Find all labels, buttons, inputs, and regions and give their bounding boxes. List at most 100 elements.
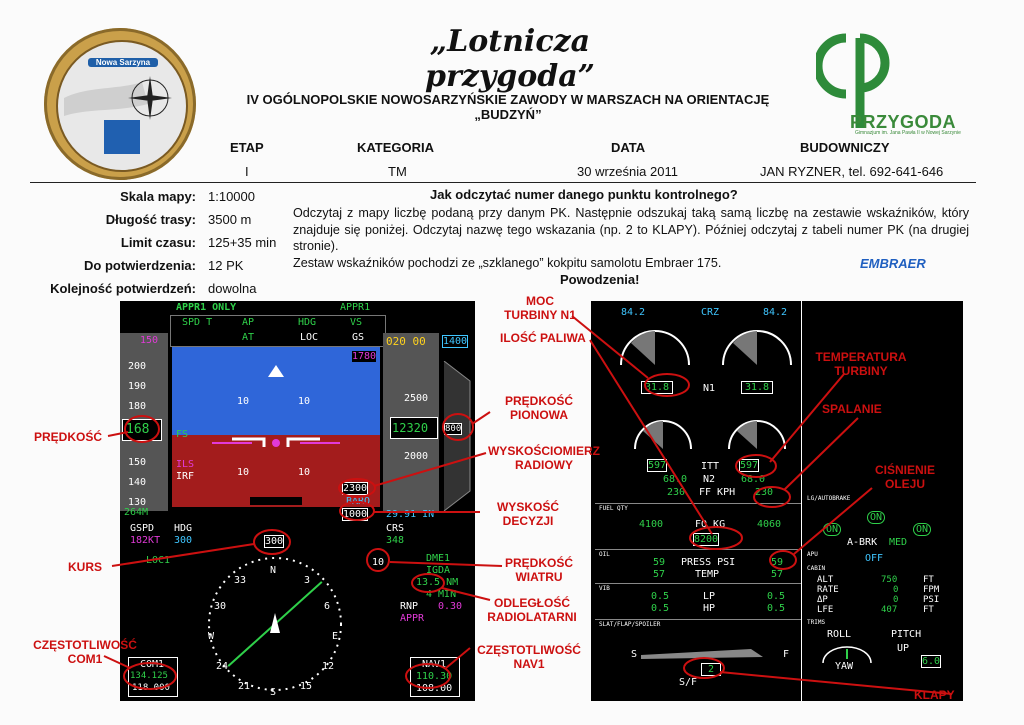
annotation-decyzji: WYSKOŚĆ DECYZJI bbox=[496, 500, 559, 528]
seal-top-label: Nowa Sarzyna bbox=[88, 58, 158, 67]
col-value-budowniczy: JAN RYZNER, tel. 692-641-646 bbox=[760, 164, 944, 179]
itt-label: ITT bbox=[701, 461, 720, 472]
baro-setting: 29.91 IN bbox=[386, 509, 435, 520]
abrk-mode: MED bbox=[889, 537, 908, 548]
hp-right: 0.5 bbox=[767, 603, 786, 614]
fd-label: IRF bbox=[176, 471, 195, 482]
fq-total: 8200 bbox=[693, 533, 720, 546]
compass-label: 3 bbox=[304, 575, 311, 586]
col-value-etap: I bbox=[245, 164, 249, 179]
cabin-key: ΔP bbox=[817, 595, 828, 605]
subtitle-line-1: IV OGÓLNOPOLSKIE NOWOSARZYŃSKIE ZAWODY W… bbox=[246, 92, 770, 107]
lp-right: 0.5 bbox=[767, 591, 786, 602]
temp-left: 57 bbox=[653, 569, 666, 580]
compass-label: 30 bbox=[214, 601, 227, 612]
col-value-data: 30 września 2011 bbox=[577, 164, 678, 179]
page-title: „Lotnicza przygoda” bbox=[425, 24, 595, 94]
vib-section: VIB bbox=[599, 585, 610, 592]
alt-target: 020 00 bbox=[386, 335, 426, 348]
cabin-section: CABIN bbox=[807, 565, 826, 572]
press-left: 59 bbox=[653, 557, 666, 568]
cabin-value: 407 bbox=[881, 605, 898, 615]
compass-label: 6 bbox=[324, 601, 331, 612]
fuel-section: FUEL QTY bbox=[599, 505, 628, 512]
compass-label: 33 bbox=[234, 575, 247, 586]
subtitle-line-2: „BUDZYŃ” bbox=[474, 107, 542, 122]
n1-left: 31.8 bbox=[641, 381, 674, 394]
question-body: Odczytaj z mapy liczbę podaną przy danym… bbox=[293, 205, 969, 271]
info-key: Limit czasu: bbox=[120, 235, 196, 250]
fma-gs: GS bbox=[352, 332, 365, 343]
cabin-unit: FPM bbox=[923, 585, 940, 595]
dme-time: 4 MIN bbox=[426, 589, 457, 600]
loc-label: LOC1 bbox=[146, 555, 171, 566]
rnp-label: RNP bbox=[400, 601, 419, 612]
attitude-sky bbox=[172, 347, 380, 435]
fma-ap: AP bbox=[242, 317, 255, 328]
compass-label: 15 bbox=[300, 681, 313, 692]
pitch-label: PITCH bbox=[891, 629, 922, 640]
press-right: 59 bbox=[771, 557, 784, 568]
question-title: Jak odczytać numer danego punktu kontrol… bbox=[430, 187, 738, 202]
info-value: 12 PK bbox=[208, 258, 244, 273]
gear-nose: ON bbox=[867, 511, 886, 524]
hp-label: HP bbox=[703, 603, 716, 614]
compass-rose-icon bbox=[64, 76, 172, 120]
annotation-moc: MOC TURBINY N1 bbox=[504, 294, 576, 322]
oil-section: OIL bbox=[599, 551, 610, 558]
fq-left: 4100 bbox=[639, 519, 664, 530]
annotation-radiowy: WYSKOŚCIOMIERZ RADIOWY bbox=[487, 444, 600, 472]
gspd-label: GSPD bbox=[130, 523, 155, 534]
competition-seal: Nowa Sarzyna bbox=[44, 28, 196, 180]
fd-label: FS bbox=[176, 429, 189, 440]
compass-label: S bbox=[270, 687, 277, 698]
vertical-speed: 800 bbox=[444, 423, 463, 435]
logo-tagline: Gimnazjum im. Jana Pawła II w Nowej Sarz… bbox=[855, 130, 961, 136]
gspd-value: 182KT bbox=[130, 535, 161, 546]
pitch-label: 10 bbox=[237, 396, 250, 407]
rnp-value: 0.30 bbox=[438, 601, 463, 612]
temp-label: TEMP bbox=[695, 569, 720, 580]
nav1-box bbox=[410, 657, 460, 697]
slat-s-label: S bbox=[631, 649, 638, 660]
page-subtitle: IV OGÓLNOPOLSKIE NOWOSARZYŃSKIE ZAWODY W… bbox=[218, 92, 798, 122]
eicas-divider bbox=[801, 301, 802, 701]
fma-top-right: APPR1 bbox=[340, 302, 371, 313]
fma-hdg: HDG bbox=[298, 317, 317, 328]
primary-flight-display: APPR1 ONLY APPR1 SPD T AP HDG VS AT LOC … bbox=[120, 301, 475, 701]
slat-f-label: F bbox=[783, 649, 790, 660]
annotation-nav1: CZĘSTOTLIWOŚĆ NAV1 bbox=[477, 643, 581, 671]
info-value: 1:10000 bbox=[208, 189, 255, 204]
info-key: Długość trasy: bbox=[105, 212, 196, 227]
com1-box bbox=[128, 657, 178, 697]
info-value: dowolna bbox=[208, 281, 257, 296]
question-note: Zestaw wskaźników pochodzi ze „szklanego… bbox=[293, 255, 722, 270]
compass-rose-icon bbox=[208, 557, 342, 691]
ra-magenta: 1780 bbox=[352, 351, 377, 362]
speed-bug: 150 bbox=[140, 335, 159, 346]
annotation-klapy: KLAPY bbox=[914, 688, 955, 702]
annotation-odleglosc: ODLEGŁOŚĆ RADIOLATARNI bbox=[487, 596, 577, 624]
lp-label: LP bbox=[703, 591, 716, 602]
hdg-label: HDG bbox=[174, 523, 193, 534]
cabin-key: ALT bbox=[817, 575, 834, 585]
fq-label: FQ KG bbox=[695, 519, 726, 530]
com1-active: 134.125 bbox=[130, 671, 168, 681]
cabin-value: 0 bbox=[893, 585, 899, 595]
n1-right: 31.8 bbox=[741, 381, 774, 394]
info-key: Kolejność potwierdzeń: bbox=[50, 281, 196, 296]
col-header-data: DATA bbox=[611, 140, 646, 155]
cabin-key: LFE bbox=[817, 605, 834, 615]
alt-tick: 2500 bbox=[404, 393, 429, 404]
col-header-budowniczy: BUDOWNICZY bbox=[800, 140, 890, 155]
info-key: Do potwierdzenia: bbox=[84, 258, 196, 273]
dme-label: DME1 bbox=[426, 553, 451, 564]
n1-top-right: 84.2 bbox=[763, 307, 788, 318]
speed-tick: 200 bbox=[128, 361, 147, 372]
n2-left: 68.0 bbox=[663, 474, 688, 485]
n2-right: 68.0 bbox=[741, 474, 766, 485]
alt-setting: 1400 bbox=[442, 335, 469, 348]
itt-left: 597 bbox=[647, 459, 668, 472]
pitch-label: 10 bbox=[298, 467, 311, 478]
annotation-predkosc: PRĘDKOŚĆ bbox=[34, 430, 103, 444]
